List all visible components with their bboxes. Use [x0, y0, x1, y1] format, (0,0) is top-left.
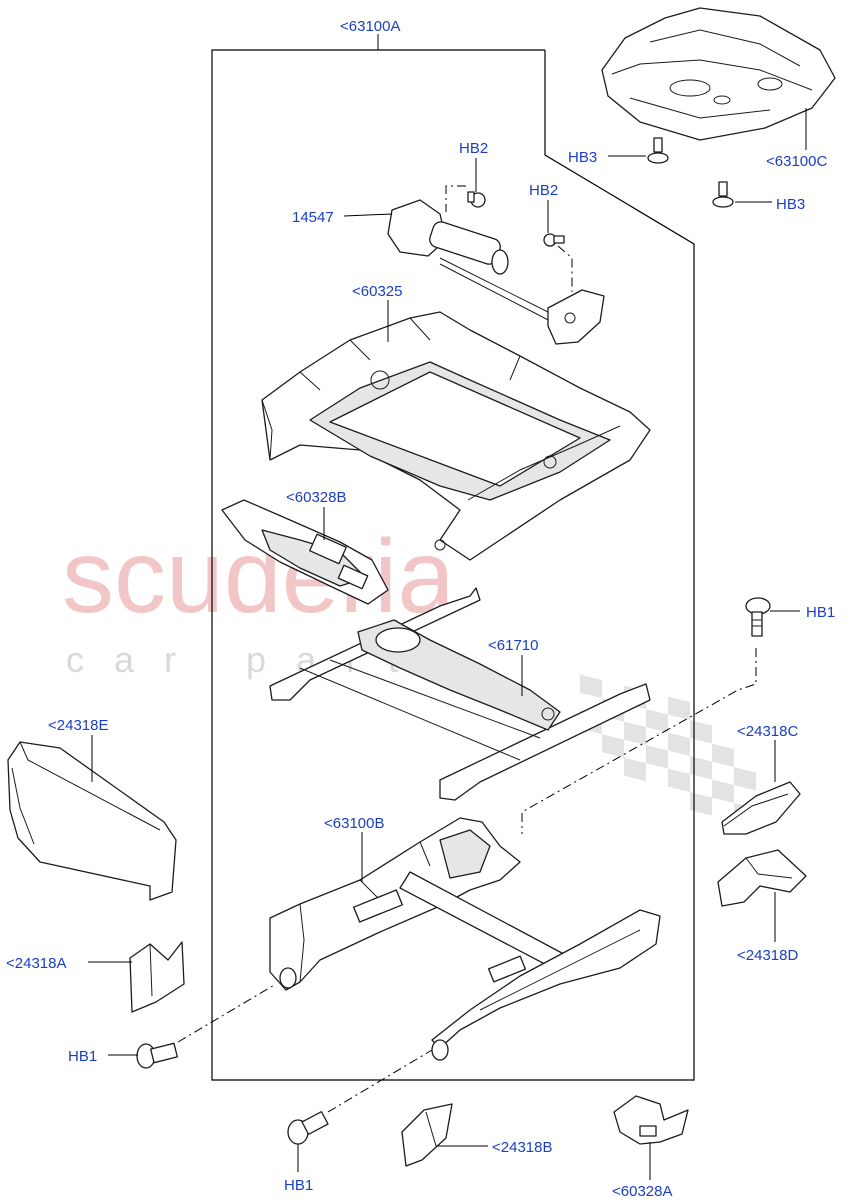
- fit-line-hb1-l: [177, 983, 277, 1043]
- hb2-bolt-right[interactable]: [543, 233, 565, 247]
- label-24318B[interactable]: <24318B: [492, 1139, 552, 1156]
- seat-track-part[interactable]: [269, 587, 651, 801]
- label-60328B[interactable]: <60328B: [286, 489, 346, 506]
- bracket-60328b-part[interactable]: [221, 499, 389, 605]
- seat-frame-part[interactable]: [261, 311, 651, 561]
- fit-line-hb1-b: [327, 1049, 433, 1113]
- label-63100B[interactable]: <63100B: [324, 815, 384, 832]
- cover-24318c-part[interactable]: [721, 781, 801, 835]
- label-24318D[interactable]: <24318D: [737, 947, 798, 964]
- leader-14547: [343, 213, 393, 217]
- label-24318E[interactable]: <24318E: [48, 717, 108, 734]
- hb3-bolt-lower[interactable]: [712, 181, 734, 208]
- cover-24318b-part[interactable]: [401, 1103, 453, 1167]
- hb2-bolt-left[interactable]: [467, 191, 486, 208]
- seat-pan-part[interactable]: [601, 7, 836, 141]
- label-hb1-left[interactable]: HB1: [68, 1048, 97, 1065]
- bracket-60328a-part[interactable]: [613, 1095, 689, 1145]
- checkered-flag-logo: [580, 674, 756, 827]
- base-frame-part[interactable]: [269, 817, 661, 1061]
- label-hb2-a[interactable]: HB2: [459, 140, 488, 157]
- label-hb1-right[interactable]: HB1: [806, 604, 835, 621]
- trim-24318a-part[interactable]: [129, 941, 185, 1013]
- label-61710[interactable]: <61710: [488, 637, 538, 654]
- hb1-bolt-bottom[interactable]: [287, 1111, 329, 1145]
- label-63100C[interactable]: <63100C: [766, 153, 827, 170]
- hb1-bolt-left[interactable]: [136, 1042, 178, 1069]
- trim-panel-24318e-part[interactable]: [7, 741, 177, 901]
- height-adjust-motor-part[interactable]: [387, 199, 605, 345]
- fit-line-hb2-b: [557, 245, 573, 292]
- label-63100A[interactable]: <63100A: [340, 18, 400, 35]
- hb1-bolt-right[interactable]: [745, 597, 771, 637]
- watermark: scuderia car parts: [62, 519, 756, 827]
- label-hb3-a[interactable]: HB3: [568, 149, 597, 166]
- assembly-outline: [211, 49, 695, 1081]
- label-60325[interactable]: <60325: [352, 283, 402, 300]
- label-hb2-b[interactable]: HB2: [529, 182, 558, 199]
- label-24318A[interactable]: <24318A: [6, 955, 66, 972]
- hb3-bolt-upper[interactable]: [647, 137, 669, 164]
- label-hb1-bottom[interactable]: HB1: [284, 1177, 313, 1194]
- label-24318C[interactable]: <24318C: [737, 723, 798, 740]
- label-hb3-b[interactable]: HB3: [776, 196, 805, 213]
- fit-line-hb2-a: [445, 185, 466, 212]
- label-60328A[interactable]: <60328A: [612, 1183, 672, 1200]
- cover-24318d-part[interactable]: [717, 849, 807, 907]
- fit-line-hb1-r: [521, 648, 757, 834]
- label-14547[interactable]: 14547: [292, 209, 334, 226]
